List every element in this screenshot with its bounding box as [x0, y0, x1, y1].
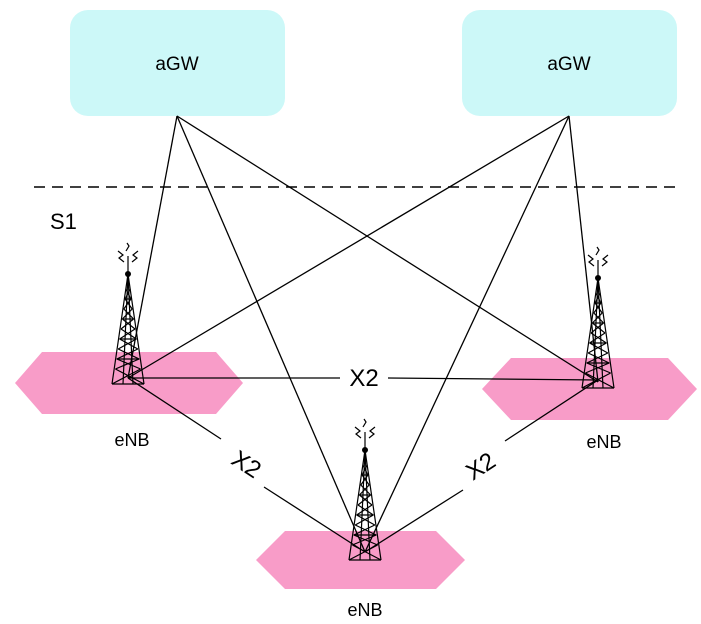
x2-label-left: X2 — [226, 445, 265, 484]
s1-links — [127, 115, 599, 553]
x2-label-right: X2 — [461, 447, 500, 486]
agw-left-label: aGW — [155, 54, 198, 75]
cell-right — [482, 358, 697, 420]
x2-link-left-bottom-a — [127, 377, 222, 440]
enb-left-label: eNB — [114, 430, 149, 450]
x2-link-bottom-right-a — [364, 489, 464, 553]
s1-link-agw-left-enb-left — [127, 115, 178, 379]
x2-links — [127, 377, 599, 553]
agw-right: aGW — [462, 10, 677, 116]
x2-link-bottom-right-b — [504, 379, 599, 442]
enb-bottom-label: eNB — [347, 600, 382, 620]
agw-right-label: aGW — [547, 54, 590, 75]
cell-left — [15, 352, 243, 414]
x2-link-left-right-b — [387, 377, 599, 381]
agw-right-box — [462, 10, 677, 116]
x2-label-top: X2 — [349, 365, 378, 392]
s1-link-agw-left-enb-right — [176, 115, 599, 383]
x2-link-left-bottom-b — [263, 486, 366, 553]
agw-left: aGW — [70, 10, 285, 116]
s1-label: S1 — [50, 209, 77, 234]
s1-link-agw-left-enb-bottom — [176, 115, 366, 553]
agw-left-box — [70, 10, 285, 116]
s1-link-agw-right-enb-bottom — [364, 115, 570, 553]
enb-right-label: eNB — [586, 432, 621, 452]
s1-link-agw-right-enb-left — [127, 115, 570, 379]
s1-link-agw-right-enb-right — [568, 115, 599, 383]
